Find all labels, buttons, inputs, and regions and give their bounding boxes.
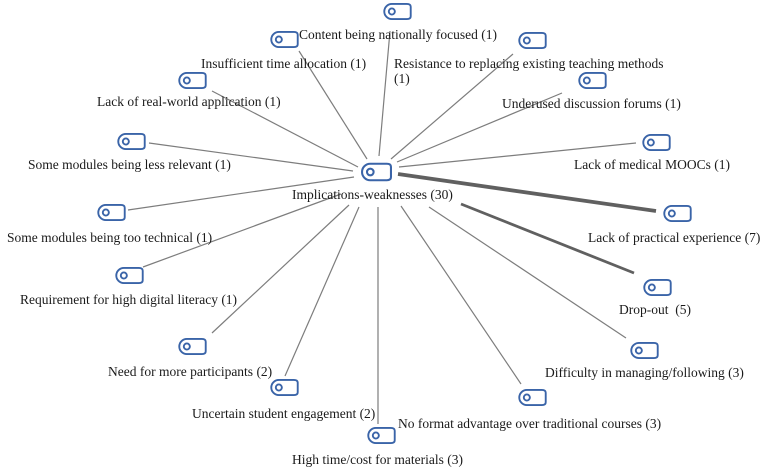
edge-line-modules-less-relevant	[148, 142, 354, 172]
edge-line-no-format-advantage	[400, 205, 522, 385]
modules-less-relevant-node-label: Some modules being less relevant (1)	[28, 157, 231, 172]
lack-real-world-application-node-label: Lack of real-world application (1)	[97, 94, 281, 109]
lack-practical-experience-node-label: Lack of practical experience (7)	[588, 230, 761, 245]
high-digital-literacy-node-label: Requirement for high digital literacy (1…	[20, 292, 238, 307]
edge-line-lack-real-world-application	[211, 90, 359, 168]
need-more-participants-node-label: Need for more participants (2)	[108, 364, 273, 379]
underused-discussion-forums-node-label: Underused discussion forums (1)	[502, 96, 681, 111]
uncertain-student-engagement-node-label: Uncertain student engagement (2)	[192, 406, 376, 421]
modules-too-technical-node-icon[interactable]	[97, 204, 126, 221]
difficulty-managing-following-node-icon[interactable]	[630, 342, 659, 359]
edge-line-high-digital-literacy	[142, 193, 342, 268]
edge-line-underused-discussion-forums	[396, 92, 563, 163]
edge-line-drop-out	[460, 202, 635, 275]
edge-line-insufficient-time-allocation	[298, 50, 368, 160]
uncertain-student-engagement-node-icon[interactable]	[270, 379, 299, 396]
edge-line-lack-practical-experience	[397, 172, 657, 213]
no-format-advantage-node-icon[interactable]	[518, 389, 547, 406]
drop-out-node-icon[interactable]	[643, 279, 672, 296]
high-time-cost-materials-node-label: High time/cost for materials (3)	[292, 452, 463, 467]
edge-line-need-more-participants	[211, 204, 350, 334]
drop-out-node-label: Drop-out (5)	[619, 302, 691, 317]
lack-medical-moocs-node-label: Lack of medical MOOCs (1)	[574, 157, 730, 172]
modules-less-relevant-node-icon[interactable]	[117, 133, 146, 150]
resistance-existing-methods-node-label: Resistance to replacing existing teachin…	[394, 56, 664, 87]
edge-line-resistance-existing-methods	[390, 53, 514, 160]
no-format-advantage-node-label: No format advantage over traditional cou…	[398, 416, 662, 431]
implications-weaknesses-node-icon[interactable]	[361, 162, 392, 182]
modules-too-technical-node-label: Some modules being too technical (1)	[7, 230, 213, 245]
edge-line-lack-medical-moocs	[398, 142, 637, 168]
difficulty-managing-following-node-label: Difficulty in managing/following (3)	[545, 365, 744, 380]
lack-medical-moocs-node-icon[interactable]	[642, 134, 671, 151]
edge-line-modules-too-technical	[127, 176, 355, 211]
edge-line-content-nationally-focused	[378, 30, 391, 157]
underused-discussion-forums-node-icon[interactable]	[578, 72, 607, 89]
need-more-participants-node-icon[interactable]	[178, 338, 207, 355]
resistance-existing-methods-node-icon[interactable]	[518, 32, 547, 49]
lack-practical-experience-node-icon[interactable]	[663, 205, 692, 222]
lack-real-world-application-node-icon[interactable]	[178, 72, 207, 89]
insufficient-time-allocation-node-label: Insufficient time allocation (1)	[201, 56, 367, 71]
high-time-cost-materials-node-icon[interactable]	[367, 427, 396, 444]
implications-weaknesses-node-label: Implications-weaknesses (30)	[292, 187, 453, 202]
content-nationally-focused-node-icon[interactable]	[383, 3, 412, 20]
high-digital-literacy-node-icon[interactable]	[115, 267, 144, 284]
edge-line-difficulty-managing-following	[428, 206, 627, 339]
insufficient-time-allocation-node-icon[interactable]	[270, 31, 299, 48]
edge-line-uncertain-student-engagement	[284, 206, 360, 377]
content-nationally-focused-node-label: Content being nationally focused (1)	[299, 27, 497, 42]
